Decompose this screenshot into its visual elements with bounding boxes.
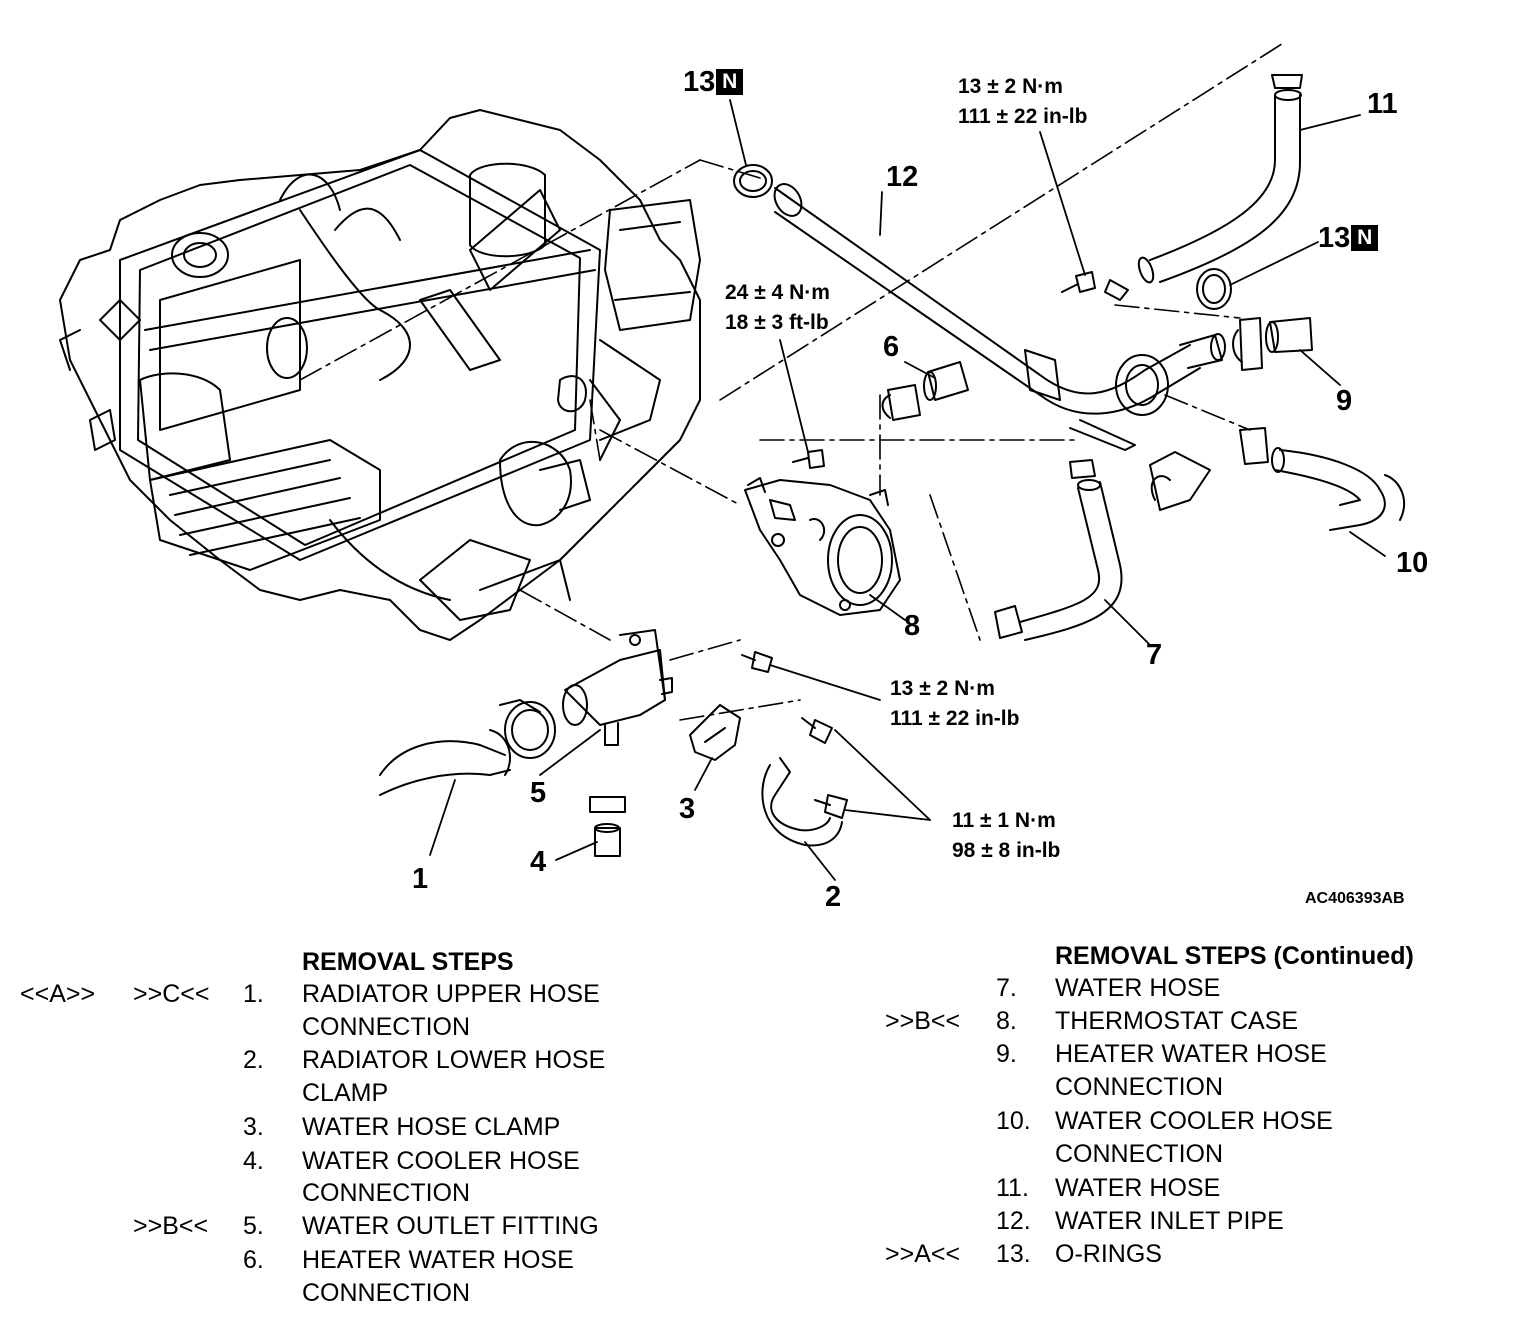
callout-2: 2 <box>825 881 842 913</box>
torque-spec-top: 13 ± 2 N·m 111 ± 22 in-lb <box>958 75 1088 128</box>
o-ring-right <box>1196 268 1232 310</box>
water-hose-11 <box>1137 74 1303 284</box>
o-ring-upper <box>733 164 773 198</box>
callout-6: 6 <box>883 331 900 363</box>
bolt-top <box>1061 271 1129 301</box>
removal-steps-heading: REMOVAL STEPS <box>302 948 514 976</box>
torque-spec-outlet: 13 ± 2 N·m 111 ± 22 in-lb <box>890 677 1020 730</box>
n-mark-icon: N <box>1351 225 1379 251</box>
callout-7: 7 <box>1146 639 1163 671</box>
water-hose-clamp-3 <box>689 704 741 761</box>
water-cooler-hose-connection-4 <box>589 796 626 857</box>
bolt-thermostat <box>792 449 825 469</box>
torque-spec-clamp: 11 ± 1 N·m 98 ± 8 in-lb <box>952 809 1061 862</box>
radiator-upper-hose <box>379 699 556 796</box>
bolts-outlet <box>741 651 848 819</box>
callout-9: 9 <box>1336 385 1353 417</box>
figure-code: AC406393AB <box>1305 890 1405 907</box>
water-outlet-fitting <box>562 629 673 746</box>
torque-spec-thermostat: 24 ± 4 N·m 18 ± 3 ft-lb <box>725 281 830 334</box>
callout-5: 5 <box>530 777 547 809</box>
o-ring-right-inner <box>1202 274 1226 304</box>
leader-lines <box>429 99 1386 881</box>
water-inlet-pipe <box>773 183 1226 451</box>
callout-10: 10 <box>1396 547 1429 579</box>
callout-8: 8 <box>904 610 921 642</box>
n-mark-icon: N <box>716 69 744 95</box>
callout-3: 3 <box>679 793 696 825</box>
heater-hose-connection-9 <box>1232 317 1313 371</box>
callout-4: 4 <box>530 846 547 878</box>
water-cooler-hose-connection-10 <box>1149 427 1405 531</box>
engine-assembly <box>59 109 701 641</box>
thermostat-case <box>744 477 901 616</box>
callout-1: 1 <box>412 863 429 895</box>
water-hose-7 <box>994 459 1123 641</box>
radiator-lower-hose-clamp-2 <box>761 757 843 847</box>
callout-11: 11 <box>1367 88 1398 120</box>
exploded-view-diagram <box>59 41 1405 881</box>
heater-hose-connection-6 <box>881 361 969 421</box>
removal-steps-continued-heading: REMOVAL STEPS (Continued) <box>1055 942 1414 970</box>
callout-12: 12 <box>886 161 919 193</box>
alignment-lines <box>299 41 1286 721</box>
o-ring-upper-inner <box>739 170 767 192</box>
